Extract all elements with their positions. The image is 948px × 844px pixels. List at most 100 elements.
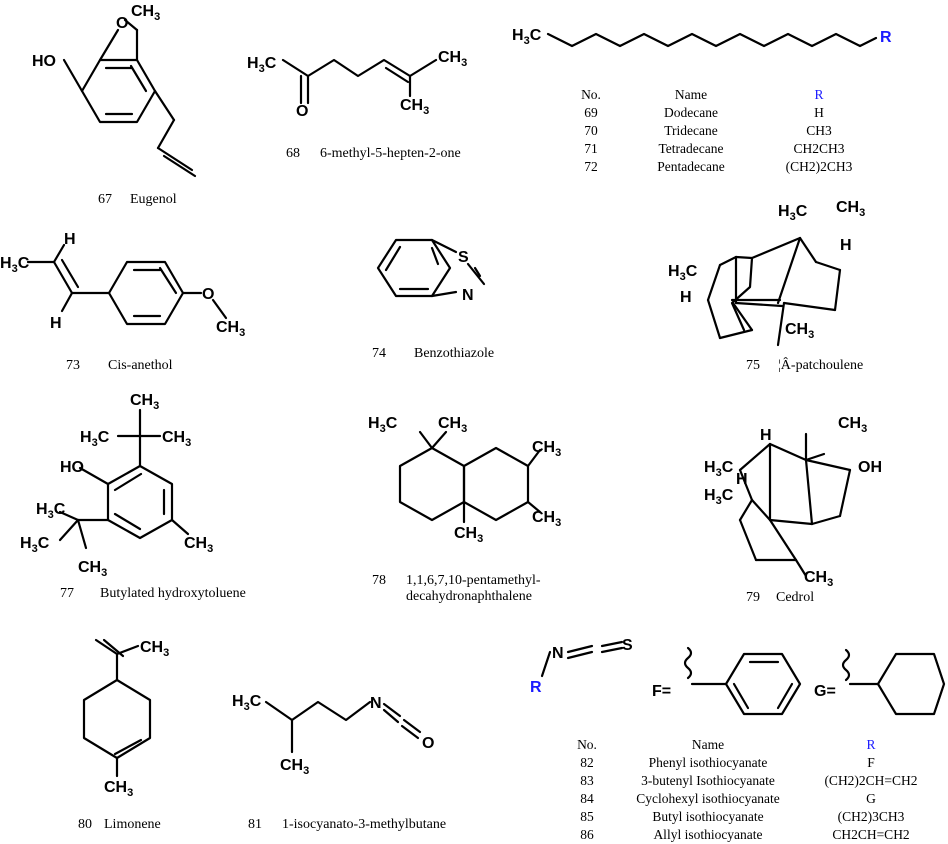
table-row: 82 Phenyl isothiocyanate F xyxy=(560,754,940,772)
r-label: R xyxy=(530,679,542,696)
ch3-label: CH3 xyxy=(216,319,245,339)
ch3-label: CH3 xyxy=(78,559,107,579)
svg-text:R: R xyxy=(530,679,542,696)
svg-text:S: S xyxy=(458,249,469,266)
cell-r: (CH2)2CH3 xyxy=(785,159,853,174)
h3c-label: H3C xyxy=(368,415,398,435)
patchoulene-structure xyxy=(706,236,842,347)
compound-77-number: 77 xyxy=(60,586,74,601)
svg-text:O: O xyxy=(296,103,308,120)
cell-no: 71 xyxy=(584,141,598,156)
ch3-label: CH3 xyxy=(454,525,483,545)
ch3-label: CH3 xyxy=(162,429,191,449)
svg-text:N: N xyxy=(552,645,564,662)
isothiocyanate-r-table: No. Name R 82 Phenyl isothiocyanate F 83… xyxy=(560,736,940,844)
cell-name: Tridecane xyxy=(664,123,718,138)
decahydronaphthalene-structure xyxy=(398,430,542,524)
cell-no: 72 xyxy=(584,159,598,174)
svg-text:H3C: H3C xyxy=(368,415,398,435)
h3c-label: H3C xyxy=(778,203,808,223)
o-label: O xyxy=(296,103,308,120)
compound-73-name: Cis-anethol xyxy=(108,358,173,373)
cell-name: Tetradecane xyxy=(658,141,724,156)
svg-text:R: R xyxy=(880,29,892,46)
svg-text:CH3: CH3 xyxy=(532,439,561,459)
col-r-header: R xyxy=(814,87,824,102)
svg-text:H: H xyxy=(50,315,62,332)
svg-text:H: H xyxy=(736,471,748,488)
compound-78-name: 1,1,6,7,10-pentamethyl- xyxy=(406,573,541,588)
svg-text:S: S xyxy=(622,637,633,654)
svg-text:CH3: CH3 xyxy=(454,525,483,545)
svg-text:CH3: CH3 xyxy=(184,535,213,555)
s-label: S xyxy=(622,637,633,654)
h3c-label: H3C xyxy=(704,459,734,479)
cell-no: 85 xyxy=(580,809,594,824)
svg-text:O: O xyxy=(202,286,214,303)
compound-73-number: 73 xyxy=(66,358,80,373)
ch3-label: CH3 xyxy=(140,639,169,659)
compound-67-name: Eugenol xyxy=(130,192,177,207)
table-header-row: No. Name R xyxy=(560,86,878,104)
svg-text:H3C: H3C xyxy=(80,429,110,449)
compound-75-number: 75 xyxy=(746,358,760,373)
table-row: 83 3-butenyl Isothiocyanate (CH2)2CH=CH2 xyxy=(560,772,940,790)
svg-text:F=: F= xyxy=(652,683,671,700)
cell-r: CH2CH3 xyxy=(793,141,845,156)
benzothiazole-structure xyxy=(376,238,486,298)
svg-text:H3C: H3C xyxy=(778,203,808,223)
h3c-label: H3C xyxy=(36,501,66,521)
svg-text:CH3: CH3 xyxy=(785,321,814,341)
ch3-label: CH3 xyxy=(804,569,833,589)
cis-anethol-structure xyxy=(26,243,228,326)
table-row: 72 Pentadecane (CH2)2CH3 xyxy=(560,158,878,176)
ch3-label: CH3 xyxy=(838,415,867,435)
svg-text:CH3: CH3 xyxy=(131,3,160,23)
svg-text:HO: HO xyxy=(32,53,56,70)
h3c-label: H3C xyxy=(704,487,734,507)
compound-68-number: 68 xyxy=(286,146,300,161)
col-r-header: R xyxy=(866,737,876,752)
ch3-label: CH3 xyxy=(184,535,213,555)
o-label: O xyxy=(422,735,434,752)
table-row: 70 Tridecane CH3 xyxy=(560,122,878,140)
svg-text:CH3: CH3 xyxy=(130,392,159,412)
n-label: N xyxy=(552,645,564,662)
h3c-label: H3C xyxy=(247,55,277,75)
table-row: 86 Allyl isothiocyanate CH2CH=CH2 xyxy=(560,826,940,844)
svg-text:H: H xyxy=(680,289,692,306)
h3c-label: H3C xyxy=(80,429,110,449)
cedrol-structure xyxy=(738,432,852,578)
svg-text:G=: G= xyxy=(814,683,836,700)
h-label: H xyxy=(680,289,692,306)
h-label: H xyxy=(64,231,76,248)
col-name-header: Name xyxy=(674,87,708,102)
h3c-label: H3C xyxy=(512,27,542,47)
svg-text:CH3: CH3 xyxy=(838,415,867,435)
h-label: H xyxy=(50,315,62,332)
table-row: 69 Dodecane H xyxy=(560,104,878,122)
svg-text:CH3: CH3 xyxy=(836,199,865,219)
col-no-header: No. xyxy=(581,87,601,102)
compound-74-number: 74 xyxy=(372,346,386,361)
svg-text:H3C: H3C xyxy=(0,255,30,275)
cell-name: Butyl isothiocyanate xyxy=(652,809,764,824)
bht-structure xyxy=(58,408,190,550)
h3c-label: H3C xyxy=(232,693,262,713)
svg-text:H3C: H3C xyxy=(20,535,50,555)
svg-text:H: H xyxy=(64,231,76,248)
cell-name: Dodecane xyxy=(664,105,718,120)
svg-text:CH3: CH3 xyxy=(280,757,309,777)
cell-r: (CH2)3CH3 xyxy=(837,809,905,824)
compound-81-name: 1-isocyanato-3-methylbutane xyxy=(282,817,447,832)
svg-text:H3C: H3C xyxy=(512,27,542,47)
cell-name: Cyclohexyl isothiocyanate xyxy=(636,791,780,806)
col-no-header: No. xyxy=(577,737,597,752)
n-label: N xyxy=(462,287,474,304)
svg-text:CH3: CH3 xyxy=(400,97,429,117)
svg-text:H3C: H3C xyxy=(36,501,66,521)
ch3-label: CH3 xyxy=(280,757,309,777)
svg-text:N: N xyxy=(370,695,382,712)
table-row: 85 Butyl isothiocyanate (CH2)3CH3 xyxy=(560,808,940,826)
